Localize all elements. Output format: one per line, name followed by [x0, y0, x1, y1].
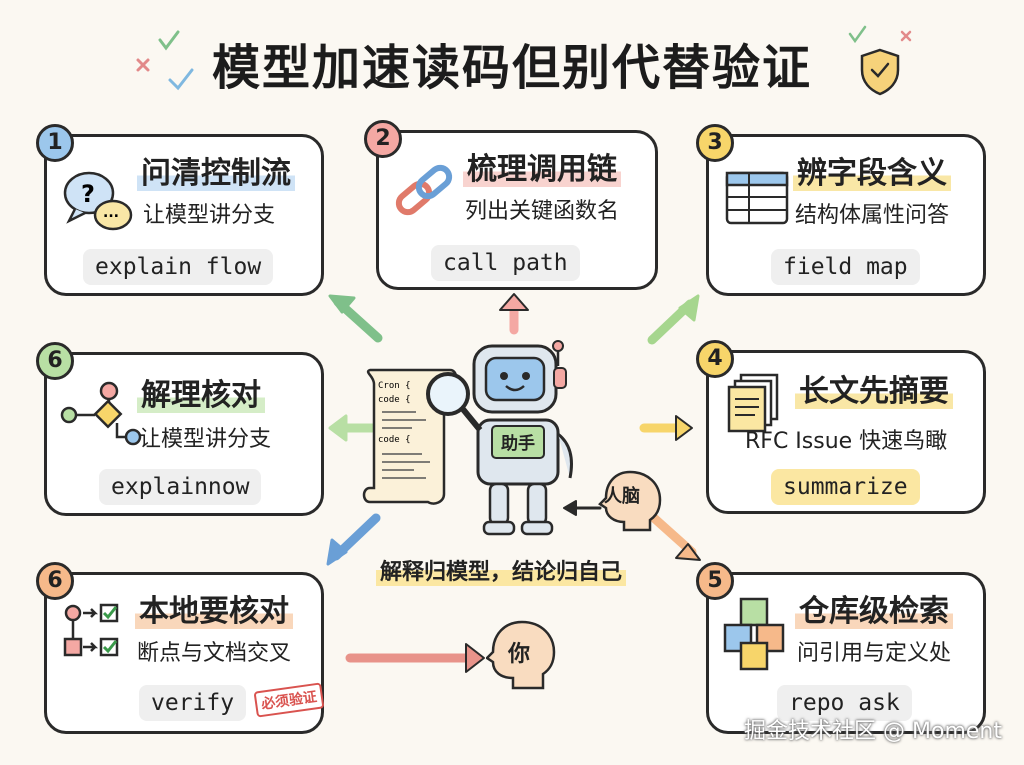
human-brain-head-icon	[598, 470, 662, 532]
command-chip: call path	[431, 245, 580, 281]
center-caption: 解释归模型，结论归自己	[376, 554, 627, 586]
flowchart-icon	[60, 381, 142, 446]
card-review: 解理核对 让模型讲分支 explainnow	[44, 352, 324, 516]
step-badge: 6	[36, 562, 74, 600]
scroll-code-line: code {	[378, 395, 411, 405]
command-chip: summarize	[771, 469, 920, 505]
card-title: 辨字段含义	[793, 157, 951, 191]
arrowhead-card-3	[678, 294, 700, 322]
command-chip: explain flow	[83, 249, 274, 285]
card-control-flow: ? ... 问清控制流 让模型讲分支 explain flow	[44, 134, 324, 296]
command-chip: field map	[771, 249, 920, 285]
card-title: 本地要核对	[135, 595, 293, 629]
card-call-chain: 梳理调用链 列出关键函数名 call path	[376, 130, 658, 290]
step-badge: 2	[364, 120, 402, 158]
you-head-icon	[486, 620, 556, 690]
card-subtitle: 问引用与定义处	[797, 641, 952, 666]
chain-link-icon	[395, 164, 453, 216]
arrowhead-you	[465, 643, 485, 673]
arrowhead-card-4	[675, 415, 693, 441]
table-grid-icon	[725, 171, 789, 225]
question-mark-glyph: ?	[81, 180, 95, 208]
arrowhead-review-card	[328, 414, 348, 442]
step-badge: 4	[696, 340, 734, 378]
arrowhead-card-1	[328, 294, 356, 314]
robot-assistant-icon	[426, 340, 573, 536]
page-title: 模型加速读码但别代替验证	[211, 40, 812, 96]
watermark: 掘金技术社区 @ Moment	[744, 719, 1002, 744]
card-title: 解理核对	[137, 379, 265, 413]
card-title: 问清控制流	[137, 157, 295, 191]
scroll-code-line: code {	[378, 435, 411, 445]
chat-bubbles-icon: ? ...	[63, 171, 133, 231]
robot-label: 助手	[501, 434, 535, 454]
card-subtitle: 让模型讲分支	[143, 203, 276, 228]
cubes-icon	[723, 597, 785, 671]
step-badge: 6	[36, 342, 74, 380]
card-subtitle: 结构体属性问答	[795, 203, 950, 228]
card-title: 梳理调用链	[463, 153, 621, 187]
step-badge: 5	[696, 562, 734, 600]
checklist-icon	[63, 603, 119, 657]
shield-decoration-icon	[848, 25, 912, 96]
card-repo-search: 仓库级检索 问引用与定义处 repo ask	[706, 572, 986, 734]
step-badge: 1	[36, 124, 74, 162]
card-subtitle: RFC Issue 快速鸟瞰	[745, 429, 948, 454]
command-chip: verify	[139, 685, 247, 721]
command-chip: repo ask	[777, 685, 912, 721]
arrowhead-verify-card	[326, 538, 348, 566]
step-badge: 3	[696, 124, 734, 162]
card-local-verify: 本地要核对 断点与文档交叉 verify 必须验证	[44, 572, 325, 734]
card-summary: 长文先摘要 RFC Issue 快速鸟瞰 summarize	[706, 350, 986, 514]
you-label: 你	[508, 642, 531, 667]
card-subtitle: 列出关键函数名	[465, 199, 620, 224]
arrowhead-card-5	[675, 543, 701, 561]
card-title: 仓库级检索	[795, 595, 953, 629]
arrowhead-brain	[563, 500, 577, 516]
card-title: 长文先摘要	[795, 375, 953, 409]
card-field-meaning: 辨字段含义 结构体属性问答 field map	[706, 134, 986, 296]
card-subtitle: 让模型讲分支	[139, 427, 272, 452]
brain-label: 人脑	[604, 486, 640, 507]
command-chip: explainnow	[99, 469, 262, 505]
sparkle-decoration-left	[136, 30, 194, 91]
dots-glyph: ...	[103, 205, 119, 221]
document-stack-icon	[727, 373, 779, 433]
card-subtitle: 断点与文档交叉	[137, 641, 292, 666]
arrowhead-card-2	[499, 293, 529, 311]
scroll-code-line: Cron {	[378, 381, 411, 391]
